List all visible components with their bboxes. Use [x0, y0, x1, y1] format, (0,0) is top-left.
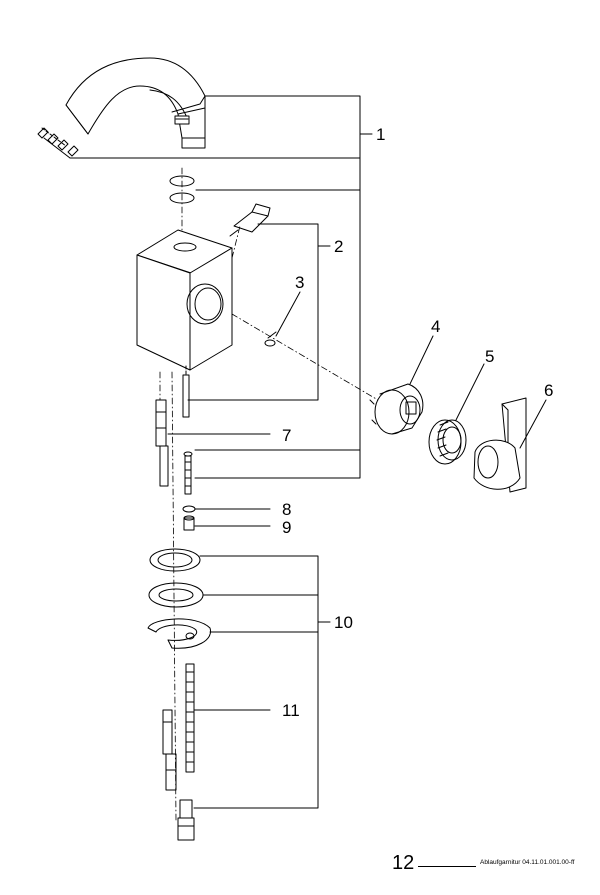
callout-11: 11 — [282, 701, 300, 720]
callout-10: 10 — [334, 613, 353, 632]
screw-part-3 — [264, 331, 277, 347]
center-axes — [159, 167, 379, 821]
callout-8: 8 — [282, 500, 291, 519]
leader-lines — [69, 95, 547, 809]
mounting-rings — [147, 548, 211, 649]
callout-9: 9 — [282, 518, 291, 537]
threaded-ring — [428, 419, 467, 465]
lever-handle — [473, 397, 527, 493]
page-number: 12 — [392, 852, 415, 874]
aerator-screws — [37, 127, 79, 159]
long-screw — [183, 451, 193, 495]
spout — [65, 57, 206, 149]
footer-rule — [418, 866, 476, 867]
nut-part-9 — [183, 515, 195, 531]
pin-part-2 — [229, 203, 271, 237]
callout-3: 3 — [295, 273, 304, 292]
mixer-body — [136, 229, 233, 371]
washer-part-8 — [182, 505, 196, 513]
callout-2: 2 — [334, 237, 343, 256]
valve-assembly — [155, 365, 190, 487]
callout-labels: 1 2 3 4 5 6 7 8 9 10 11 — [282, 125, 553, 720]
callout-1: 1 — [376, 125, 385, 144]
hoses-and-rod — [162, 663, 195, 841]
footer-reference: Ablaufgarnitur 04.11.01.001.00-ff — [480, 859, 575, 866]
callout-7: 7 — [282, 426, 291, 445]
cartridge — [369, 383, 424, 435]
callout-6: 6 — [544, 381, 553, 400]
callout-5: 5 — [485, 347, 494, 366]
callout-4: 4 — [431, 317, 440, 336]
